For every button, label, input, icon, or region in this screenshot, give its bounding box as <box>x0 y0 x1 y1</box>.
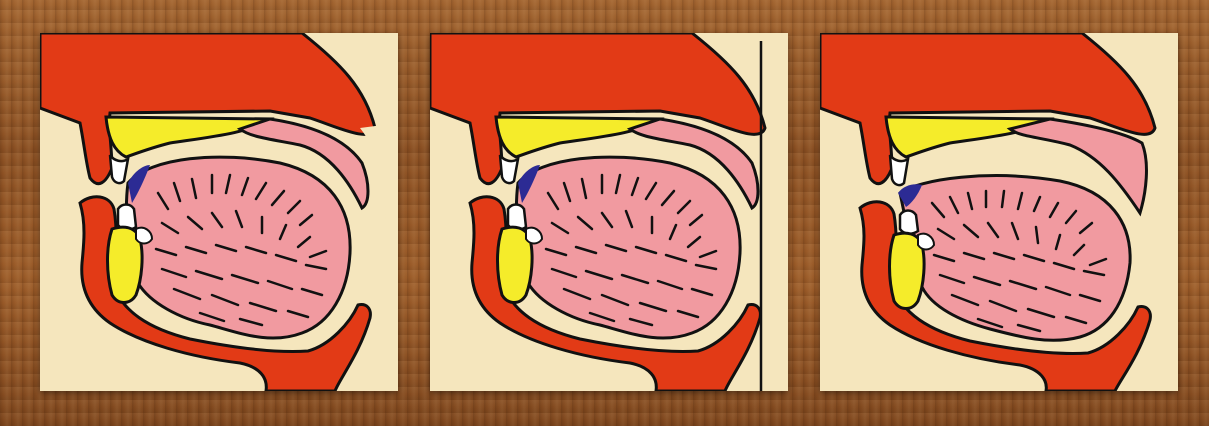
panel-2 <box>430 33 788 391</box>
mouth-diagram-1 <box>40 33 398 391</box>
lower-tooth <box>900 211 918 234</box>
mouth-diagram-2 <box>430 33 788 391</box>
mouth-diagram-3 <box>820 33 1178 391</box>
panel-3 <box>820 33 1178 391</box>
panel-1 <box>40 33 398 391</box>
